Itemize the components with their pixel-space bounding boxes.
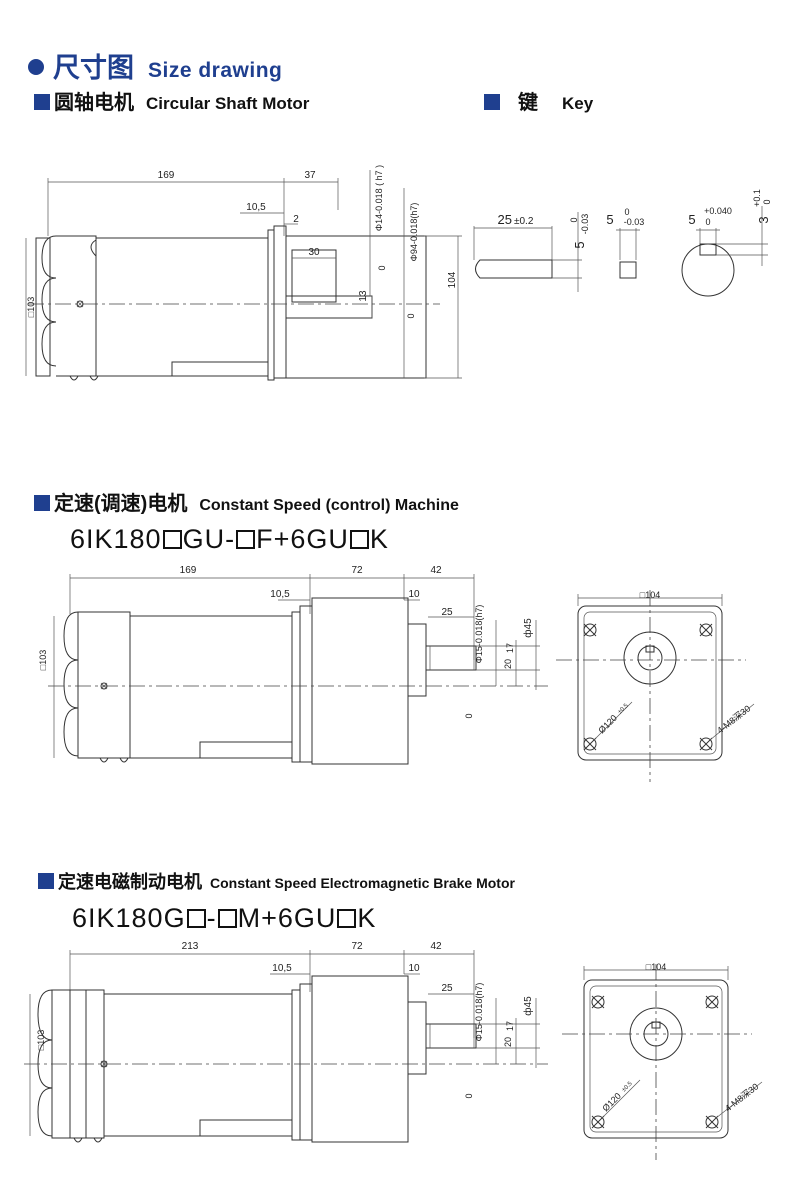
section-title-zh: 键 bbox=[518, 92, 538, 114]
dim-30: 30 bbox=[308, 247, 320, 258]
dim-pcd: Ø120 bbox=[600, 1091, 623, 1114]
placeholder-box-icon bbox=[186, 909, 206, 928]
page-title: 尺寸图 Size drawing bbox=[28, 46, 282, 85]
model-part: K bbox=[369, 524, 389, 554]
dim-20: 20 bbox=[503, 659, 513, 669]
dim-zero: 0 bbox=[464, 713, 474, 718]
dim-17: 17 bbox=[505, 1021, 515, 1031]
placeholder-box-icon bbox=[236, 530, 256, 549]
dim-37: 37 bbox=[304, 170, 316, 181]
section-brake-title: 定速电磁制动电机 Constant Speed Electromagnetic B… bbox=[38, 868, 515, 894]
model-part: K bbox=[357, 903, 377, 933]
placeholder-box-icon bbox=[162, 530, 182, 549]
dim-103: □103 bbox=[26, 297, 36, 317]
model-brake: 6IK180G-M+6GU K bbox=[72, 903, 376, 934]
constant-speed-motor-drawing: 169 72 42 10,5 10 25 Φ15-0.018(h7) 17 20… bbox=[38, 565, 755, 782]
section-title-zh: 圆轴电机 bbox=[54, 92, 134, 114]
dim-42: 42 bbox=[430, 941, 442, 952]
dim-10: 10 bbox=[408, 963, 420, 974]
dim-2: 2 bbox=[293, 214, 299, 225]
placeholder-box-icon bbox=[217, 909, 237, 928]
dim-25: 25 bbox=[441, 607, 453, 618]
brake-motor-drawing: 213 72 42 10,5 10 25 Φ15-0.018(h7) 17 20… bbox=[24, 941, 763, 1160]
keyway-depth-lo: 0 bbox=[762, 199, 772, 204]
key-width-up: 0 bbox=[569, 217, 579, 222]
dim-20: 20 bbox=[503, 1037, 513, 1047]
model-part: M+6GU bbox=[237, 903, 337, 933]
title-en: Size drawing bbox=[148, 59, 283, 82]
section-title-en: Constant Speed Electromagnetic Brake Mot… bbox=[210, 875, 515, 891]
section-constant-title: 定速(调速)电机 Constant Speed (control) Machine bbox=[34, 487, 459, 516]
key-length: 25 bbox=[498, 212, 512, 227]
placeholder-box-icon bbox=[349, 530, 369, 549]
dim-phi14: Φ14-0.018 ( h7 ) bbox=[374, 165, 384, 231]
dim-phi94: Φ94-0.018(h7) bbox=[409, 203, 419, 262]
dim-zero: 0 bbox=[464, 1093, 474, 1098]
dim-104: 104 bbox=[447, 271, 458, 288]
dim-13: 13 bbox=[358, 290, 369, 302]
section-title-zh: 定速(调速)电机 bbox=[54, 493, 188, 515]
dim-zero: 0 bbox=[406, 313, 416, 318]
circular-shaft-motor-drawing: 169 37 10,5 2 30 13 □103 104 Φ14-0.018 (… bbox=[25, 165, 462, 381]
dim-10-5: 10,5 bbox=[246, 202, 266, 213]
key-square-up: 0 bbox=[624, 207, 629, 217]
dim-10-5: 10,5 bbox=[272, 963, 292, 974]
dim-72: 72 bbox=[351, 565, 363, 576]
square-bullet-icon bbox=[34, 495, 50, 511]
dim-pcd: Ø120 bbox=[596, 713, 619, 736]
square-bullet-icon bbox=[484, 94, 500, 110]
dim-42: 42 bbox=[430, 565, 442, 576]
dim-pcd-tol: ±0.5 bbox=[621, 1080, 634, 1093]
dim-72: 72 bbox=[351, 941, 363, 952]
dim-10-5: 10,5 bbox=[270, 589, 290, 600]
key-width-lo: -0.03 bbox=[580, 214, 590, 235]
keyway-depth-up: +0.1 bbox=[752, 189, 762, 207]
dim-169: 169 bbox=[180, 565, 197, 576]
keyway-width-up: +0.040 bbox=[704, 206, 732, 216]
dim-phi15: Φ15-0.018(h7) bbox=[474, 605, 484, 664]
section-key-title: 键 Key bbox=[484, 86, 593, 115]
model-part: GU- bbox=[182, 524, 236, 554]
dim-17: 17 bbox=[505, 643, 515, 653]
placeholder-box-icon bbox=[337, 909, 357, 928]
dim-10: 10 bbox=[408, 589, 420, 600]
key-square-lo: -0.03 bbox=[624, 217, 645, 227]
key-width: 5 bbox=[572, 241, 587, 248]
dim-holes: 4-M8深30 bbox=[715, 703, 752, 735]
dim-213: 213 bbox=[182, 941, 199, 952]
section-title-en: Circular Shaft Motor bbox=[146, 94, 310, 113]
dim-phi45: ф45 bbox=[522, 996, 534, 1016]
dim-169: 169 bbox=[158, 170, 175, 181]
dim-phi15: Φ15-0.018(h7) bbox=[474, 983, 484, 1042]
dim-103: □103 bbox=[36, 1030, 46, 1050]
model-constant: 6IK180 GU- F+6GU K bbox=[70, 524, 389, 555]
square-bullet-icon bbox=[38, 873, 54, 889]
key-square: 5 bbox=[606, 212, 613, 227]
section-title-zh: 定速电磁制动电机 bbox=[58, 872, 202, 892]
keyway-depth: 3 bbox=[756, 216, 771, 223]
model-part: F+6GU bbox=[256, 524, 349, 554]
section-title-en: Constant Speed (control) Machine bbox=[199, 497, 459, 514]
bullet-icon bbox=[28, 59, 44, 75]
dim-phi45: ф45 bbox=[522, 618, 534, 638]
model-part: 6IK180G bbox=[72, 903, 186, 933]
key-drawing: 25 ±0.2 5 0 -0.03 5 0 -0.03 5 +0.040 0 3… bbox=[473, 189, 772, 297]
dim-103: □103 bbox=[38, 650, 48, 670]
section-title-en: Key bbox=[562, 94, 594, 113]
square-bullet-icon bbox=[34, 94, 50, 110]
model-part: 6IK180 bbox=[70, 524, 162, 554]
section-circular-title: 圆轴电机 Circular Shaft Motor bbox=[34, 86, 309, 115]
key-length-tol: ±0.2 bbox=[514, 216, 534, 227]
model-part: - bbox=[206, 903, 217, 933]
dim-zero: 0 bbox=[377, 265, 387, 270]
dim-holes: 4-M8深30 bbox=[723, 1081, 760, 1113]
title-zh: 尺寸图 bbox=[53, 53, 134, 83]
keyway-width: 5 bbox=[688, 212, 695, 227]
dim-25: 25 bbox=[441, 983, 453, 994]
dim-pcd-tol: ±0.5 bbox=[617, 702, 630, 715]
keyway-width-lo: 0 bbox=[705, 217, 710, 227]
